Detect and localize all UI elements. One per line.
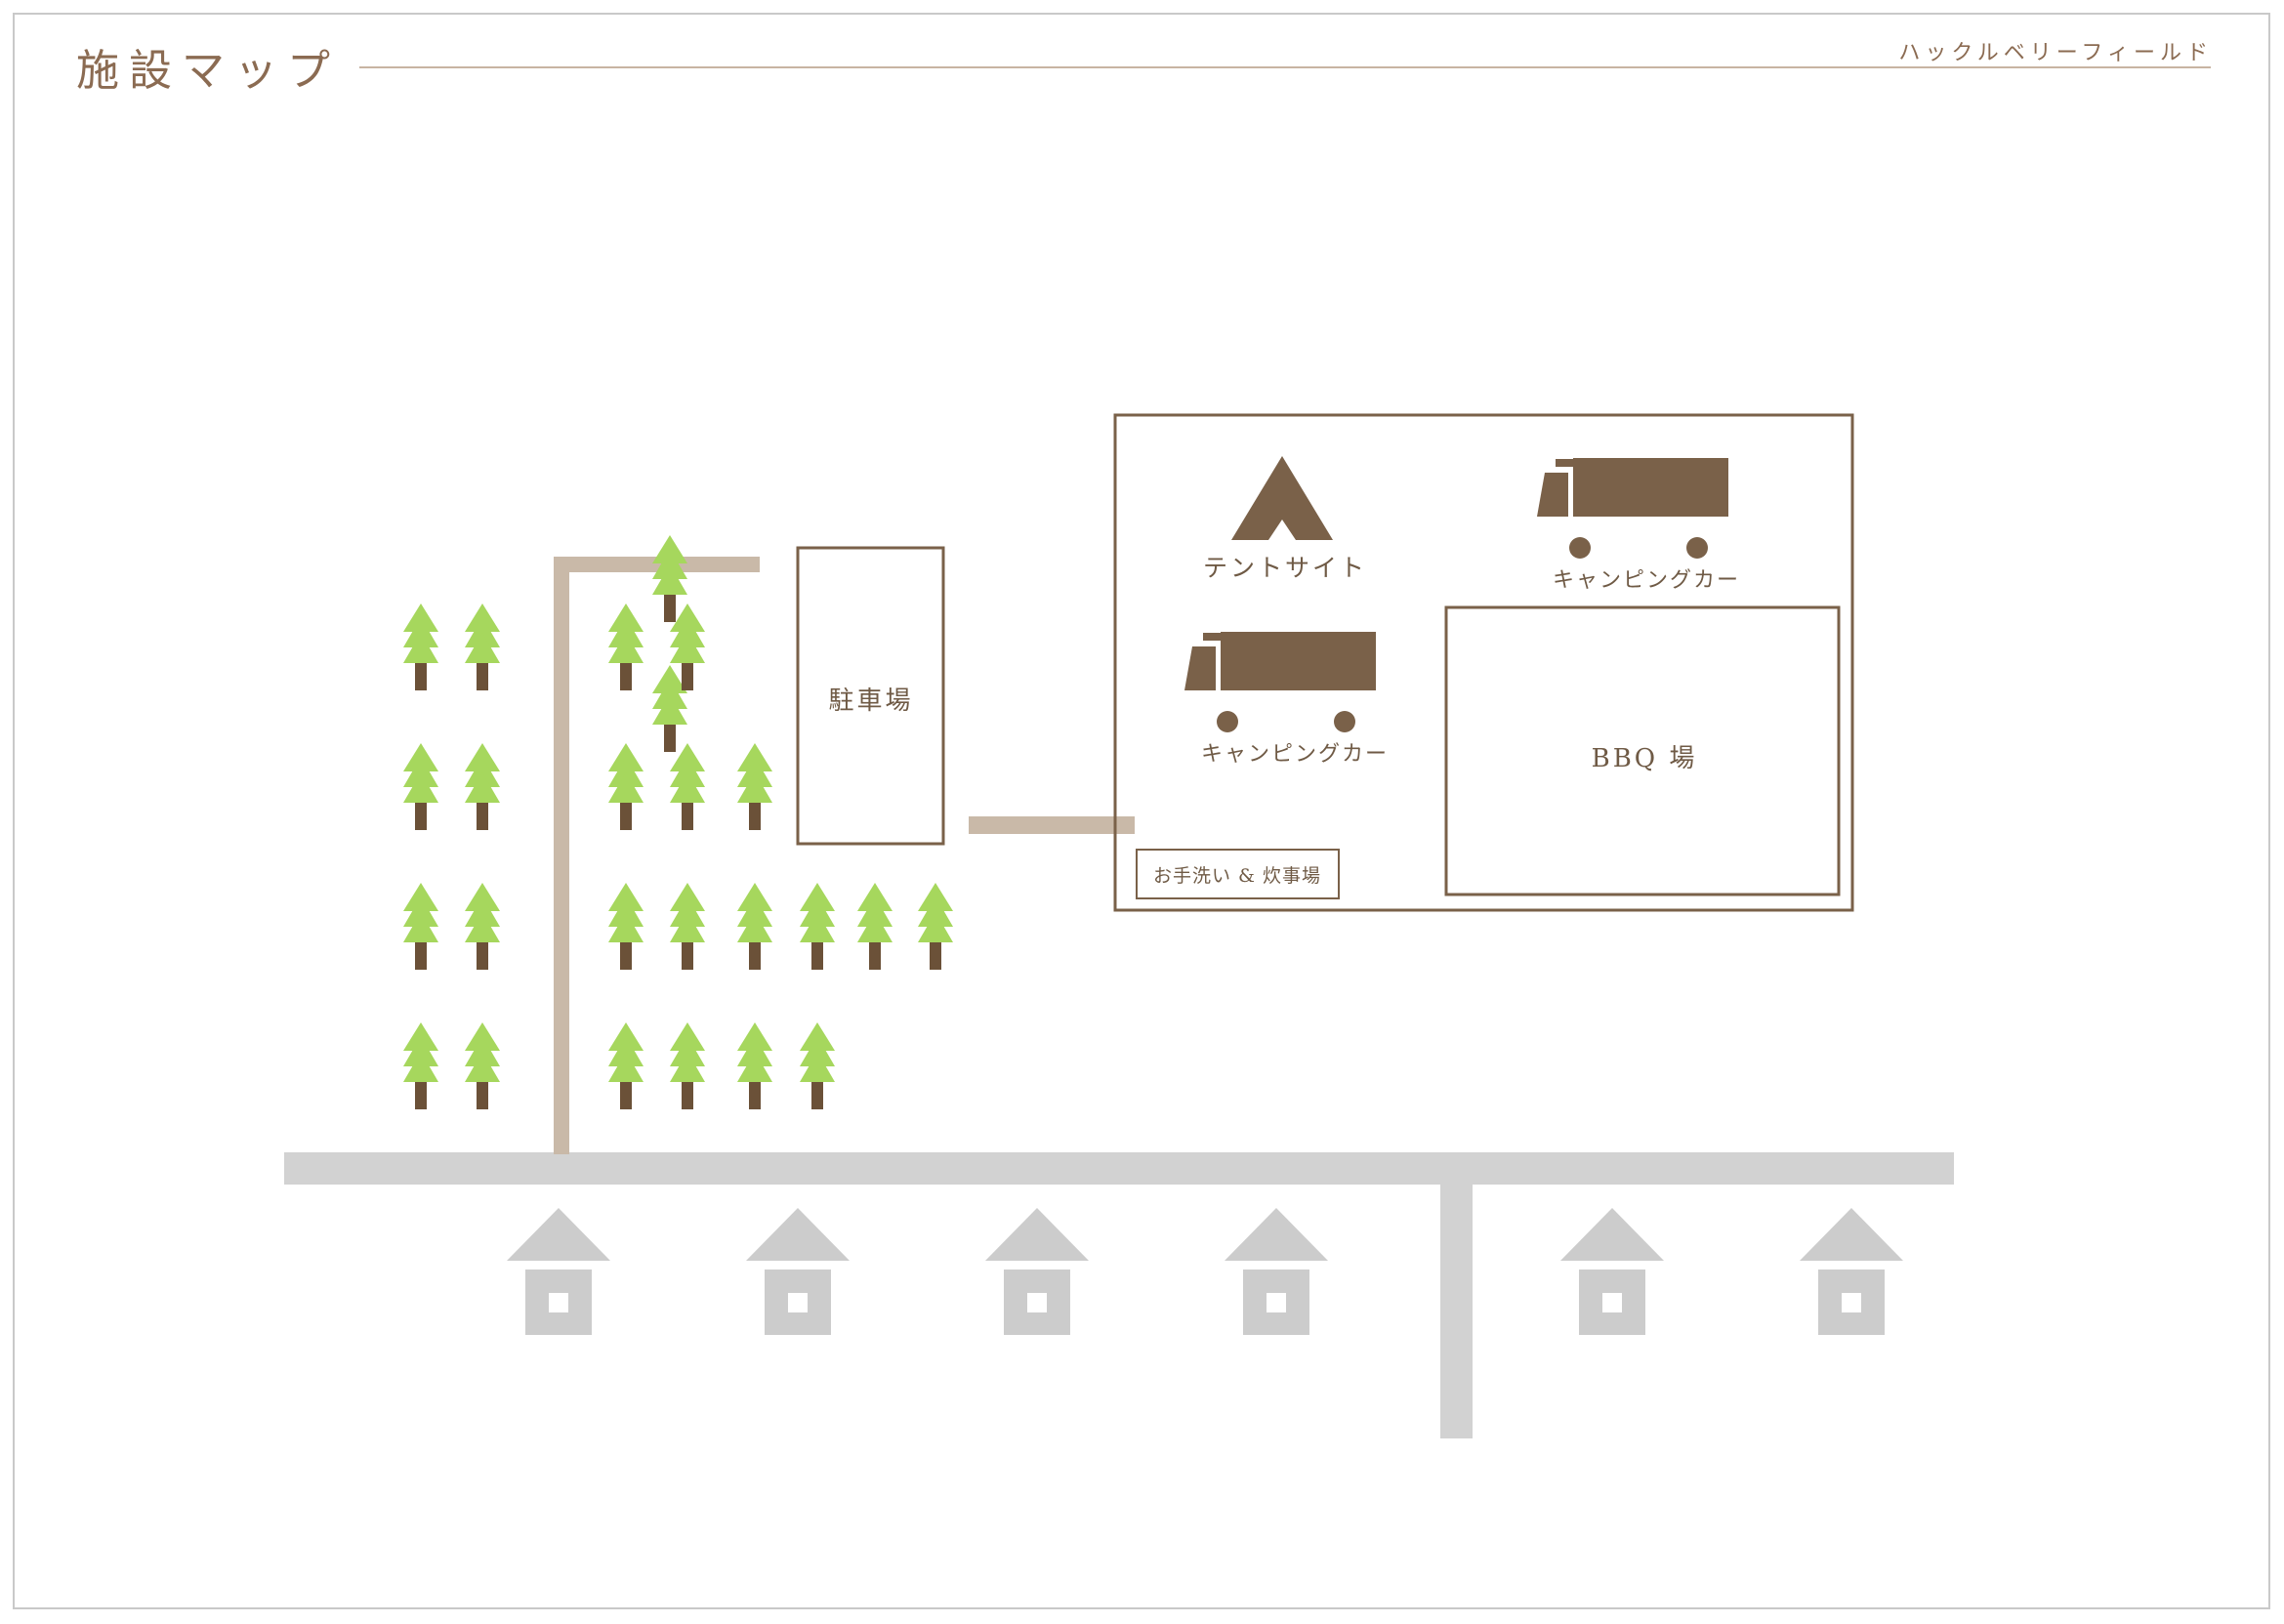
camping-car-label-1: キャンピングカー: [1553, 568, 1740, 593]
brand-name: ハックルベリーフィールド: [1898, 41, 2213, 65]
tree-icon: [737, 1022, 772, 1109]
forest-path: [554, 557, 760, 1154]
tent-site[interactable]: テントサイト: [1203, 456, 1367, 582]
tree-icon: [670, 883, 705, 970]
tree-icon: [857, 883, 893, 970]
house-icon: [507, 1208, 610, 1335]
camping-car-icon: [1184, 632, 1376, 732]
tree-icon: [652, 535, 687, 622]
tree-icon: [465, 743, 500, 830]
side-road: [1440, 1182, 1473, 1438]
connector-path: [969, 816, 1135, 834]
house-icon: [1800, 1208, 1903, 1335]
tree-icon: [800, 1022, 835, 1109]
tree-icon: [608, 743, 644, 830]
main-road: [284, 1152, 1954, 1185]
camping-car-site-1[interactable]: キャンピングカー: [1537, 458, 1740, 593]
tree-icon: [608, 604, 644, 690]
tree-icon: [403, 883, 438, 970]
forest: [403, 535, 953, 1109]
header-rule: [359, 66, 2211, 68]
houses: [507, 1208, 1903, 1335]
bbq-area[interactable]: BBQ 場: [1444, 605, 1841, 896]
tent-icon: [1231, 456, 1333, 540]
tree-icon: [403, 1022, 438, 1109]
camp-area: [1113, 413, 1854, 912]
camping-car-label-2: キャンピングカー: [1201, 742, 1389, 767]
house-icon: [985, 1208, 1089, 1335]
parking-label: 駐車場: [828, 687, 913, 716]
tree-icon: [465, 883, 500, 970]
washroom-kitchen-label: お手洗い & 炊事場: [1153, 865, 1321, 887]
camping-car-icon: [1537, 458, 1728, 559]
parking-lot[interactable]: 駐車場: [796, 546, 945, 846]
tree-icon: [737, 743, 772, 830]
bbq-label: BBQ 場: [1592, 744, 1698, 773]
camping-car-site-2[interactable]: キャンピングカー: [1184, 632, 1389, 767]
page-frame: [13, 13, 2270, 1609]
tree-icon: [608, 1022, 644, 1109]
tree-icon: [608, 883, 644, 970]
tree-icon: [465, 604, 500, 690]
tree-icon: [670, 1022, 705, 1109]
tree-icon: [403, 604, 438, 690]
house-icon: [1225, 1208, 1328, 1335]
tree-icon: [465, 1022, 500, 1109]
tree-icon: [800, 883, 835, 970]
tree-icon: [670, 743, 705, 830]
tree-icon: [737, 883, 772, 970]
tent-site-label: テントサイト: [1203, 554, 1367, 582]
washroom-kitchen[interactable]: お手洗い & 炊事場: [1136, 849, 1340, 899]
tree-icon: [918, 883, 953, 970]
house-icon: [1560, 1208, 1664, 1335]
page-title: 施設マップ: [76, 46, 340, 96]
house-icon: [746, 1208, 850, 1335]
tree-icon: [403, 743, 438, 830]
